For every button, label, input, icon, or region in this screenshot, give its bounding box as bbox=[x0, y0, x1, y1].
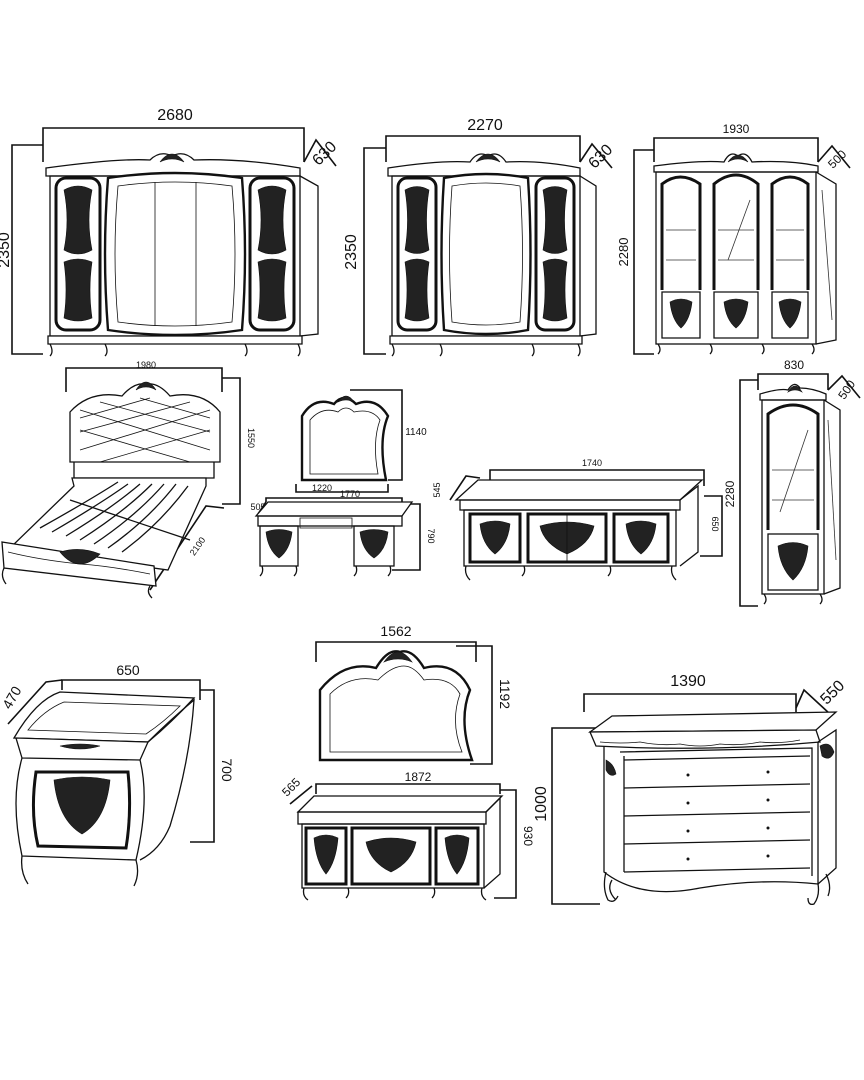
tv-stand: 1740 650 545 bbox=[432, 458, 723, 581]
height-label: 650 bbox=[710, 516, 720, 531]
height-label: 1140 bbox=[405, 427, 427, 438]
width-label: 1770 bbox=[340, 489, 360, 499]
height-label: 2280 bbox=[616, 238, 631, 267]
bed: 1980 1550 2100 bbox=[1, 360, 256, 599]
width-label: 1740 bbox=[582, 458, 602, 468]
height-label: 930 bbox=[521, 826, 535, 846]
wardrobe-5door: 2270 2350 630 bbox=[343, 117, 616, 357]
width-label: 830 bbox=[784, 358, 804, 372]
wardrobe-6door: 2680 2350 630 bbox=[0, 107, 340, 357]
height-label: 1550 bbox=[246, 428, 256, 448]
width-label: 650 bbox=[116, 662, 140, 678]
height-label: 2350 bbox=[0, 232, 13, 268]
depth-label: 545 bbox=[432, 482, 442, 497]
depth-label: 500 bbox=[835, 377, 858, 402]
width-label: 1562 bbox=[380, 623, 411, 639]
showcase-1door: 830 2280 500 bbox=[723, 358, 861, 607]
showcase-3door: 1930 2280 500 bbox=[616, 122, 851, 355]
dressing-table-mirror: 1220 1140 bbox=[295, 389, 427, 493]
width-label: 1872 bbox=[405, 770, 432, 784]
width-label: 1390 bbox=[670, 673, 706, 690]
height-label: 1000 bbox=[533, 786, 550, 822]
depth-label: 470 bbox=[0, 683, 25, 711]
nightstand: 650 700 470 bbox=[0, 662, 235, 887]
depth-label: 550 bbox=[817, 677, 848, 708]
depth-label: 505 bbox=[250, 502, 265, 512]
height-label: 1192 bbox=[497, 679, 513, 709]
width-label: 2680 bbox=[157, 107, 193, 124]
width-label: 1220 bbox=[312, 483, 332, 493]
dressing-table: 1770 790 505 bbox=[250, 489, 436, 577]
height-label: 700 bbox=[219, 758, 235, 782]
height-label: 2350 bbox=[343, 234, 360, 270]
length-label: 2100 bbox=[188, 535, 208, 557]
chest-of-drawers: 1390 1000 550 bbox=[533, 673, 848, 906]
height-label: 790 bbox=[426, 528, 436, 543]
buffet-mirror: 1562 1192 bbox=[315, 623, 513, 765]
height-label: 2280 bbox=[723, 480, 737, 507]
width-label: 2270 bbox=[467, 117, 503, 134]
width-label: 1980 bbox=[136, 360, 156, 370]
width-label: 1930 bbox=[723, 122, 750, 136]
buffet: 1872 930 565 bbox=[279, 770, 535, 901]
